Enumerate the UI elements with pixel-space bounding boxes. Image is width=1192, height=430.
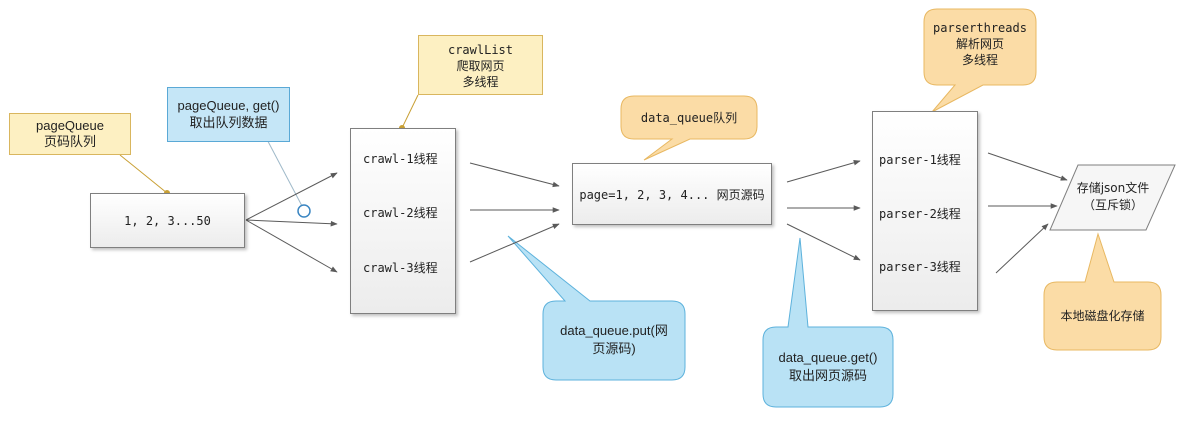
data-queue-callout-text: data_queue队列 (621, 109, 757, 126)
crawl-list-note-title: crawlList (447, 43, 514, 57)
data-queue-put-callout-text: data_queue.put(网 页源码) (543, 322, 685, 358)
data-queue-callout-shape (620, 95, 758, 161)
page-queue-get-note: pageQueue, get() 取出队列数据 (167, 87, 290, 142)
arrow-parser3-to-storage (995, 223, 1049, 274)
queue-get-connector-dot (297, 204, 311, 218)
crawl-list-connector (401, 94, 419, 129)
parser-thread-3-label: parser-3线程 (879, 260, 961, 274)
crawl-thread-2-label: crawl-2线程 (363, 206, 438, 220)
storage-label: 存储json文件 (1076, 181, 1150, 195)
data-queue-get-callout-line2: 取出网页源码 (788, 368, 867, 383)
page-queue-note: pageQueue 页码队列 (9, 113, 131, 155)
crawl-list-note-subtitle: 爬取网页 (456, 59, 505, 73)
parser-threads-callout-title: parserthreads (933, 21, 1027, 35)
arrow-crawl3-to-queue (469, 223, 560, 263)
page-queue-get-note-title: pageQueue, get() (177, 98, 280, 113)
arrow-pages-to-crawl3 (245, 219, 338, 273)
pages-box-label: 1, 2, 3...50 (124, 213, 211, 228)
local-disk-callout-label: 本地磁盘化存储 (1060, 309, 1145, 323)
crawl-thread-3-label: crawl-3线程 (363, 261, 438, 275)
pages-box: 1, 2, 3...50 (90, 193, 245, 248)
parser-threads-callout-subtitle: 解析网页 (955, 37, 1004, 51)
parser-threads-box: parser-1线程 parser-2线程 parser-3线程 (872, 111, 978, 311)
crawl-threads-box: crawl-1线程 crawl-2线程 crawl-3线程 (350, 128, 456, 314)
parser-threads-callout-threads: 多线程 (961, 53, 998, 67)
arrow-parser1-to-storage (987, 152, 1068, 181)
queue-get-connector (261, 129, 303, 207)
data-queue-get-callout-line1: data_queue.get() (778, 350, 878, 365)
parser-thread-1-label: parser-1线程 (879, 153, 961, 167)
data-queue-put-callout-shape (507, 235, 686, 381)
flow-arrows (245, 152, 1068, 274)
data-queue-box: page=1, 2, 3, 4... 网页源码 (572, 163, 772, 225)
arrow-queue-to-parser3 (786, 223, 861, 261)
storage-text: 存储json文件 （互斥锁） (1060, 180, 1166, 214)
storage-parallelogram (1049, 164, 1176, 231)
arrow-queue-to-parser1 (786, 160, 861, 183)
page-queue-get-note-subtitle: 取出队列数据 (189, 115, 268, 130)
data-queue-put-callout-line2: 页源码) (592, 341, 636, 356)
page-queue-note-subtitle: 页码队列 (43, 134, 96, 149)
parser-threads-callout-text: parserthreads 解析网页 多线程 (924, 20, 1036, 68)
parser-threads-callout-shape (923, 8, 1037, 113)
arrow-pages-to-crawl1 (245, 172, 338, 221)
local-disk-callout-shape (1043, 232, 1162, 351)
data-queue-callout-label: data_queue队列 (640, 111, 738, 125)
crawl-list-note-threads: 多线程 (462, 75, 499, 89)
arrow-crawl1-to-queue (469, 162, 560, 188)
crawl-thread-1-label: crawl-1线程 (363, 152, 438, 166)
crawl-list-note: crawlList 爬取网页 多线程 (418, 35, 543, 95)
page-queue-note-title: pageQueue (36, 118, 104, 133)
data-queue-put-callout-line1: data_queue.put(网 (560, 323, 668, 338)
data-queue-box-label: page=1, 2, 3, 4... 网页源码 (579, 187, 765, 202)
parser-thread-2-label: parser-2线程 (879, 207, 961, 221)
data-queue-get-callout-shape (762, 237, 894, 408)
storage-sublabel: （互斥锁） (1082, 198, 1143, 212)
local-disk-callout-text: 本地磁盘化存储 (1044, 307, 1161, 324)
arrow-pages-to-crawl2 (245, 219, 338, 227)
data-queue-get-callout-text: data_queue.get() 取出网页源码 (763, 349, 893, 385)
page-queue-connector (119, 154, 168, 194)
